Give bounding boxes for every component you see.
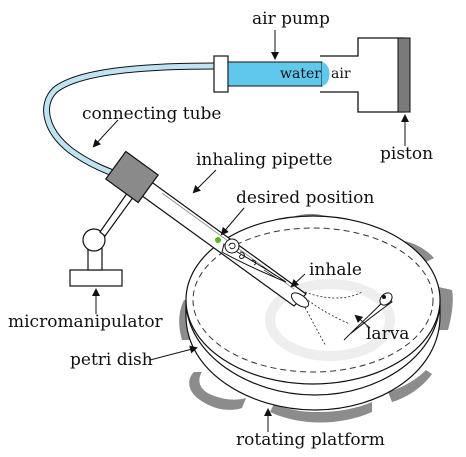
- inhale-flow-lines: [302, 291, 363, 347]
- pipette-holder: [104, 150, 160, 204]
- micromanipulator: [69, 191, 135, 287]
- larva-in-pipette: [221, 238, 287, 283]
- desired-position-marker: [215, 237, 221, 243]
- label-rotating-platform: rotating platform: [236, 430, 385, 450]
- label-inhale: inhale: [309, 260, 362, 280]
- label-connecting-tube: connecting tube: [82, 104, 222, 124]
- label-pointers: [92, 30, 409, 432]
- label-piston: piston: [380, 144, 434, 164]
- label-larva: larva: [366, 324, 410, 344]
- label-water: water: [280, 66, 321, 82]
- label-desired-position: desired position: [236, 188, 375, 208]
- label-micromanipulator: micromanipulator: [8, 312, 163, 332]
- label-air-pump: air pump: [252, 9, 330, 29]
- label-inhaling-pipette: inhaling pipette: [196, 150, 333, 170]
- larva-in-dish: [343, 292, 393, 341]
- air-pump: [213, 37, 411, 113]
- label-petri-dish: petri dish: [70, 350, 153, 370]
- label-air: air: [331, 66, 351, 82]
